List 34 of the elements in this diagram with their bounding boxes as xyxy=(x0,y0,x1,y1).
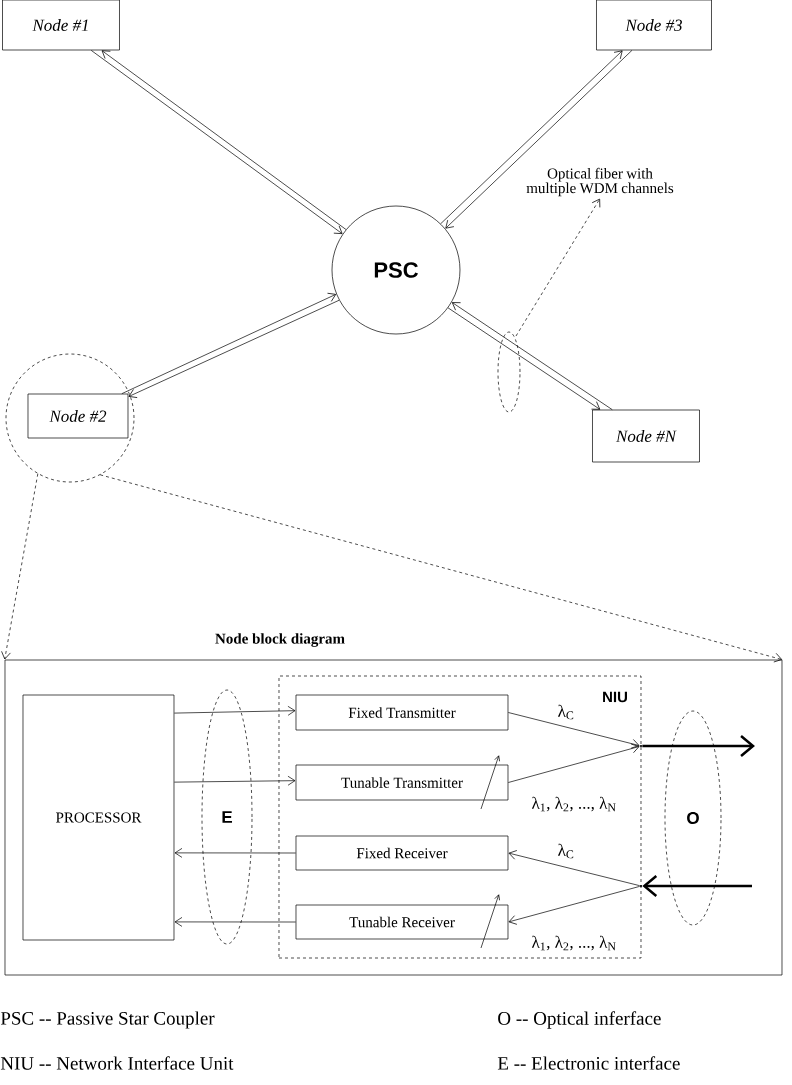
arrow xyxy=(642,875,752,897)
box-label: NIU xyxy=(603,691,627,703)
arrow xyxy=(174,705,296,716)
arrow xyxy=(174,917,296,927)
annotation-text: Optical fiber with multiple WDM channels xyxy=(526,167,674,197)
node-box: Node #2 xyxy=(27,393,129,439)
dashed-circle xyxy=(5,353,135,483)
edge-label: λ$_{C}$ xyxy=(556,703,576,721)
arrow xyxy=(642,735,755,757)
edge-label: λ$_{C}$ xyxy=(556,842,576,860)
node-box: Node #1 xyxy=(2,0,120,51)
key-text: NIU -- Network Interface Unit xyxy=(0,1056,234,1070)
node-box: Node #3 xyxy=(596,0,712,51)
edge-label: λ$_{1}$, λ$_{2}$, ..., λ$_{N}$ xyxy=(530,795,618,813)
arrow xyxy=(508,850,641,887)
edge-label: λ$_{1}$, λ$_{2}$, ..., λ$_{N}$ xyxy=(530,934,618,952)
arrow xyxy=(174,775,296,786)
transmitter-box: Fixed Transmitter xyxy=(295,694,509,731)
key-text: E -- Electronic interface xyxy=(497,1056,680,1070)
arrow xyxy=(174,848,296,858)
fiber-callout-drawing xyxy=(497,198,601,413)
diagram-heading: Node block diagram xyxy=(215,633,345,647)
key-text: PSC -- Passive Star Coupler xyxy=(0,1011,215,1029)
processor-box: PROCESSOR xyxy=(22,694,175,941)
node-box: Node #N xyxy=(592,409,700,463)
leader-arrow xyxy=(99,474,783,663)
arrow xyxy=(508,886,641,925)
arrow xyxy=(508,743,640,783)
key-text: O -- Optical inferface xyxy=(498,1011,661,1029)
receiver-box: Tunable Receiver xyxy=(295,904,509,940)
receiver-box: Fixed Receiver xyxy=(295,835,509,871)
transmitter-box: Tunable Transmitter xyxy=(295,764,509,801)
leader-arrow xyxy=(1,473,39,660)
arrow xyxy=(508,712,640,749)
